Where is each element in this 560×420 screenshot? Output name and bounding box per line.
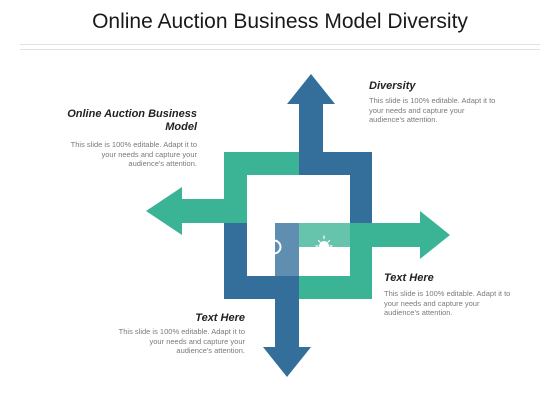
bottom-left-heading: Text Here [195, 312, 245, 324]
top-left-heading: Online Auction Business Model [67, 108, 197, 133]
slide-title: Online Auction Business Model Diversity [92, 10, 468, 33]
up-arrow-shape [287, 74, 372, 223]
bottom-right-heading: Text Here [384, 272, 434, 284]
lightbulb-icon [315, 235, 333, 257]
icon-tile-bottom-left [247, 223, 299, 276]
top-right-heading: Diversity [369, 80, 416, 92]
bottom-right-description: This slide is 100% editable. Adapt it to… [384, 289, 511, 317]
top-right-description: This slide is 100% editable. Adapt it to… [369, 96, 496, 124]
search-icon [262, 239, 282, 259]
bar-chart-icon [261, 190, 281, 206]
left-arrow-shape [146, 152, 299, 235]
right-arrow-shape [299, 211, 450, 299]
top-left-description: This slide is 100% editable. Adapt it to… [70, 140, 197, 168]
title-rule-bottom [20, 49, 540, 50]
icon-tile-top-right [299, 175, 350, 223]
title-rule-top [20, 44, 540, 45]
handshake-icon [315, 188, 338, 203]
bottom-left-description: This slide is 100% editable. Adapt it to… [118, 327, 245, 355]
